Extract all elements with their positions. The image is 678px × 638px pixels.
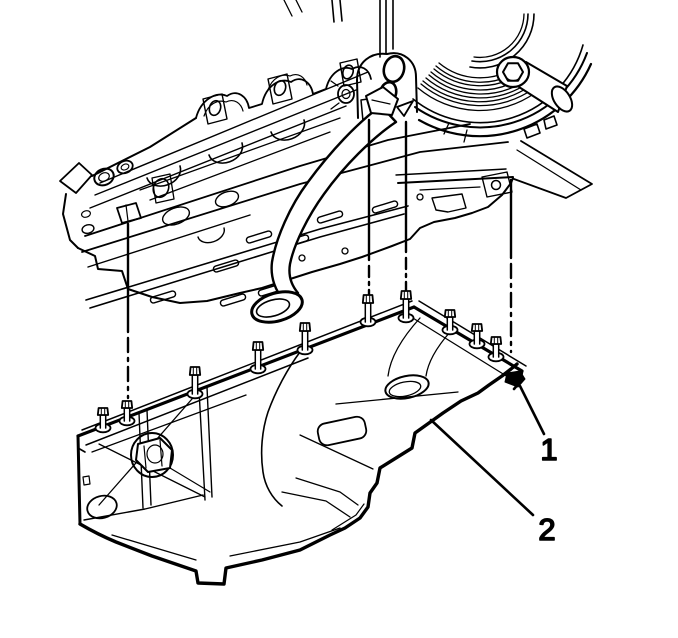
callout-1-label: 1: [540, 432, 557, 467]
oil-pan: [76, 300, 527, 586]
oil-pickup-tube: [250, 86, 414, 324]
pan-oval-boss: [384, 374, 430, 400]
pan-bolt: [359, 294, 377, 328]
pan-bolt: [249, 341, 267, 375]
callout-2-leader: [429, 418, 535, 517]
pan-corner-bolt: [504, 370, 526, 388]
pickup-screen: [250, 290, 304, 324]
callout-1-leader: [518, 384, 546, 436]
oil-drain-plug: [130, 432, 174, 478]
pan-flange: [76, 305, 416, 438]
pan-bolt: [118, 400, 136, 427]
engine-block: [59, 0, 593, 309]
oil-pan-bolts: [94, 290, 526, 434]
pan-bolt: [296, 322, 314, 356]
pan-bolt: [468, 323, 486, 350]
callouts: 1 2: [429, 384, 558, 548]
pan-bolt: [487, 336, 505, 363]
crankshaft-pulley: [412, 13, 593, 143]
bolt-centerlines: [126, 118, 513, 400]
pan-recess: [316, 415, 368, 447]
pan-bolt: [186, 366, 204, 400]
callout-2-label: 2: [538, 512, 555, 547]
